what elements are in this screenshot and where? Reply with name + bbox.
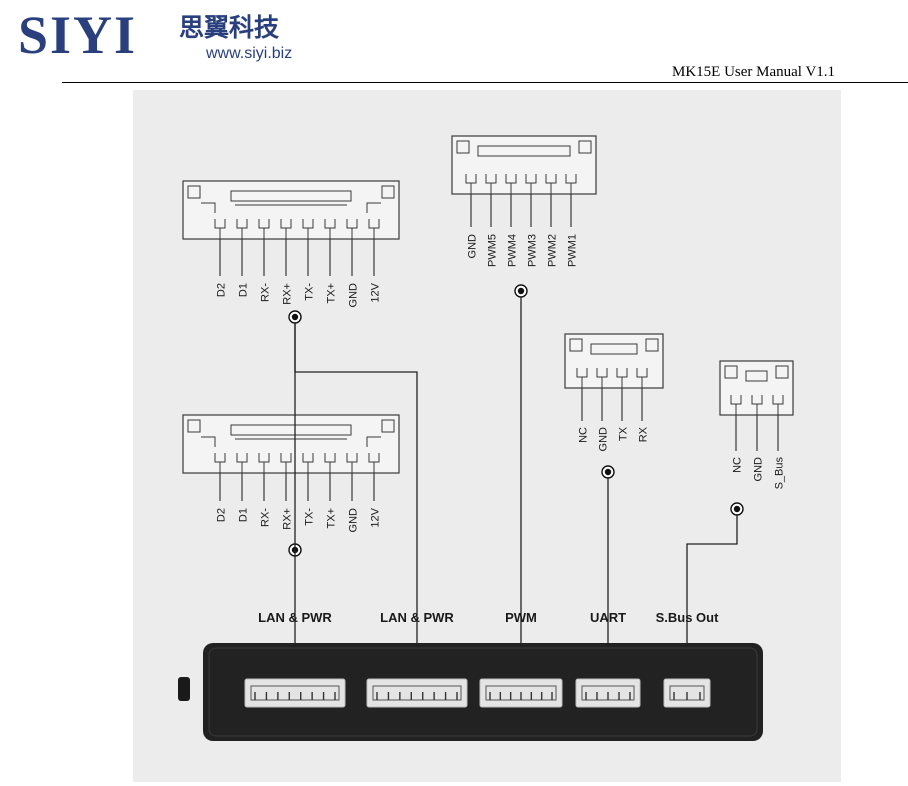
- connector-lan-upper: D2 D1 RX- RX+ TX- TX+ GND 12V: [182, 180, 400, 324]
- connector-callout-dot: [733, 505, 741, 513]
- connector-slot: [745, 370, 768, 382]
- port-label: S.Bus Out: [656, 610, 720, 625]
- connector-lan-lower: D2 D1 RX- RX+ TX- TX+ GND 12V: [182, 414, 400, 557]
- header-divider: [62, 82, 908, 83]
- pin-label: GND: [348, 283, 360, 308]
- port-opening: [366, 678, 468, 708]
- key-left: [201, 202, 216, 213]
- connector-slot: [590, 343, 638, 355]
- latch-left: [187, 419, 201, 433]
- key-left: [201, 436, 216, 447]
- device-side-knob: [178, 677, 190, 701]
- connector-housing: [451, 135, 597, 195]
- pin-label: PWM1: [567, 234, 579, 267]
- device-port: [479, 678, 563, 708]
- pin-label: TX+: [326, 508, 338, 528]
- pin-label: TX-: [304, 508, 316, 526]
- pin-label: TX-: [304, 283, 316, 301]
- port-label: UART: [590, 610, 626, 625]
- pin-label: D2: [216, 508, 228, 522]
- latch-right: [775, 365, 789, 379]
- pin-label: TX: [618, 426, 630, 441]
- device-port: [244, 678, 346, 708]
- connector-callout-dot: [517, 287, 525, 295]
- pin-label: GND: [467, 234, 479, 259]
- latch-left: [456, 140, 470, 154]
- port-opening: [244, 678, 346, 708]
- port-label: PWM: [505, 610, 537, 625]
- connector-callout-dot: [604, 468, 612, 476]
- pin-label: PWM4: [507, 234, 519, 267]
- port-cavity: [250, 685, 340, 701]
- device-bevel: [208, 647, 758, 737]
- pin-label: GND: [348, 508, 360, 533]
- port-cavity: [372, 685, 462, 701]
- logo-website: www.siyi.biz: [206, 45, 293, 62]
- pin-label: PWM3: [527, 234, 539, 267]
- pin-label: RX-: [260, 283, 272, 302]
- pin-label: PWM5: [487, 234, 499, 267]
- device-port: [663, 678, 711, 708]
- pin-label: RX: [638, 426, 650, 442]
- key-right: [366, 202, 381, 213]
- connector-slot: [477, 145, 571, 157]
- connector-sbus: NC GND S_Bus: [719, 360, 794, 516]
- connector-callout-dot: [291, 313, 299, 321]
- pin-label: PWM2: [547, 234, 559, 267]
- pin-label: RX-: [260, 508, 272, 527]
- latch-right: [381, 185, 395, 199]
- leader-line: [686, 515, 738, 647]
- latch-left: [187, 185, 201, 199]
- pin-label: D1: [238, 508, 250, 522]
- pin-label: S_Bus: [774, 457, 786, 490]
- pin-label: 12V: [370, 507, 382, 527]
- pin-label: 12V: [370, 282, 382, 302]
- siyi-logo: SIYI: [18, 5, 138, 65]
- pin-label: TX+: [326, 283, 338, 303]
- connector-slot: [230, 424, 352, 436]
- device-port: [575, 678, 641, 708]
- connector-uart: NC GND TX RX: [564, 333, 664, 479]
- pin-label: D2: [216, 283, 228, 297]
- device-port: [366, 678, 468, 708]
- latch-left: [569, 338, 583, 352]
- pin-label: NC: [578, 427, 590, 443]
- latch-right: [381, 419, 395, 433]
- manual-title: MK15E User Manual V1.1: [672, 64, 836, 80]
- pin-label: GND: [753, 457, 765, 482]
- latch-left: [724, 365, 738, 379]
- latch-right: [578, 140, 592, 154]
- pin-label: RX+: [282, 508, 294, 530]
- pin-label: D1: [238, 283, 250, 297]
- latch-right: [645, 338, 659, 352]
- pin-label: NC: [732, 457, 744, 473]
- logo-chinese-name: 思翼科技: [179, 13, 280, 42]
- connector-pwm: GND PWM5 PWM4 PWM3 PWM2 PWM1: [451, 135, 597, 298]
- pin-label: RX+: [282, 283, 294, 305]
- port-label: LAN & PWR: [258, 610, 332, 625]
- connector-slot: [230, 190, 352, 202]
- pin-label: GND: [598, 427, 610, 452]
- key-right: [366, 436, 381, 447]
- connector-housing: [564, 333, 664, 389]
- port-label: LAN & PWR: [380, 610, 454, 625]
- leader-line: [294, 323, 418, 647]
